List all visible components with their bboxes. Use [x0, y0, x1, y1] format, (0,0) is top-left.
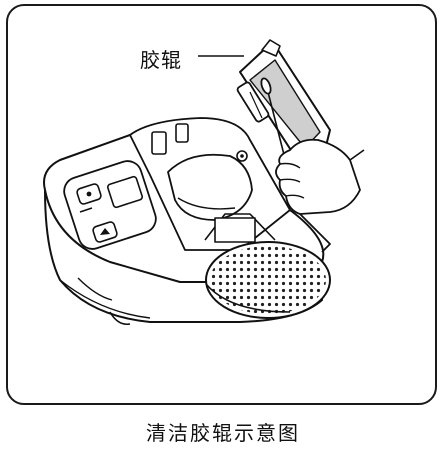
figure-caption: 清洁胶辊示意图 — [146, 421, 300, 445]
feed-button-icon — [92, 221, 118, 243]
roller — [236, 81, 270, 123]
control-panel — [63, 160, 157, 250]
printer-cleaning-illustration — [43, 39, 365, 326]
power-button-icon — [76, 183, 102, 205]
paper-compartment — [129, 117, 291, 251]
speaker-grille — [205, 241, 331, 319]
hand-with-swab — [260, 77, 365, 253]
roller-callout-label: 胶辊 — [140, 48, 182, 72]
